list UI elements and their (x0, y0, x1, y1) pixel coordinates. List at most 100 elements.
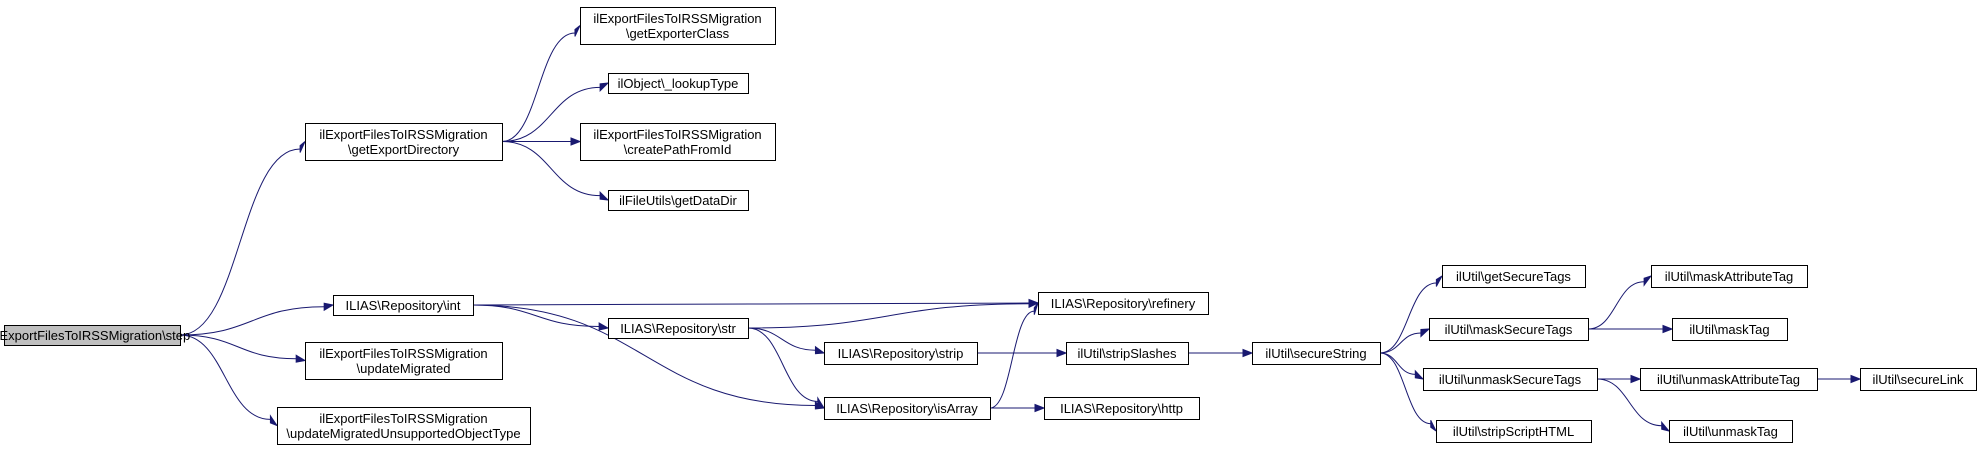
node-label: ilObject\_lookupType (618, 76, 739, 91)
edge-line (179, 148, 301, 336)
edge-repo-str-to-repo-refinery (747, 299, 1040, 329)
node-create-path-from-id[interactable]: ilExportFilesToIRSSMigration\createPathF… (580, 123, 776, 161)
node-box (1442, 265, 1586, 288)
node-unmask-attribute-tag[interactable]: ilUtil\unmaskAttributeTag (1640, 368, 1818, 391)
edge-line (179, 306, 325, 336)
arrowhead-icon (1630, 374, 1642, 384)
arrowhead-icon (1056, 348, 1068, 358)
arrowhead-icon (323, 302, 335, 312)
edge-step-to-get-export-directory (179, 141, 306, 336)
node-box (1429, 318, 1589, 341)
edge-get-export-directory-to-get-exporter-class (501, 25, 581, 142)
arrowhead-icon (1850, 374, 1862, 384)
edge-repo-int-to-repo-refinery (472, 298, 1040, 308)
edge-unmask-secure-tags-to-unmask-attribute-tag (1596, 374, 1642, 384)
node-box (1423, 368, 1598, 391)
node-label: ilExportFilesToIRSSMigration\step (0, 328, 190, 343)
node-label: \updateMigrated (357, 361, 451, 376)
arrowhead-icon (269, 414, 279, 427)
node-label: ilExportFilesToIRSSMigration (593, 127, 761, 142)
edge-repo-str-to-repo-strip (747, 327, 826, 355)
node-get-data-dir[interactable]: ilFileUtils\getDataDir (608, 190, 749, 211)
node-repo-strip[interactable]: ILIAS\Repository\strip (824, 342, 978, 365)
node-repo-is-array[interactable]: ILIAS\Repository\isArray (824, 397, 991, 420)
node-get-export-directory[interactable]: ilExportFilesToIRSSMigration\getExportDi… (305, 123, 503, 161)
edge-step-to-update-migrated (179, 334, 307, 363)
edge-repo-is-array-to-repo-http (990, 403, 1046, 413)
arrowhead-icon (570, 137, 582, 146)
node-box (1640, 368, 1818, 391)
arrowhead-icon (1643, 275, 1653, 287)
node-label: ilUtil\maskAttributeTag (1665, 269, 1794, 284)
node-get-exporter-class[interactable]: ilExportFilesToIRSSMigration\getExporter… (580, 7, 776, 45)
node-box (333, 295, 474, 316)
edge-line (747, 327, 818, 402)
node-label: ilUtil\secureString (1265, 346, 1366, 361)
edge-secure-string-to-unmask-secure-tags (1379, 352, 1425, 380)
node-label: ILIAS\Repository\refinery (1051, 296, 1196, 311)
edge-mask-secure-tags-to-mask-tag (1588, 324, 1674, 334)
node-step[interactable]: ilExportFilesToIRSSMigration\step (0, 325, 190, 346)
arrowhead-icon (295, 354, 307, 363)
node-box (305, 123, 503, 161)
node-unmask-tag[interactable]: ilUtil\unmaskTag (1669, 420, 1793, 443)
node-box (4, 325, 181, 346)
node-box (608, 318, 749, 339)
edge-line (989, 310, 1035, 409)
node-repo-http[interactable]: ILIAS\Repository\http (1044, 397, 1200, 420)
node-mask-attribute-tag[interactable]: ilUtil\maskAttributeTag (1651, 265, 1808, 288)
node-strip-slashes[interactable]: ilUtil\stripSlashes (1066, 342, 1189, 365)
node-repo-int[interactable]: ILIAS\Repository\int (333, 295, 474, 316)
node-box (277, 407, 531, 445)
node-box (1038, 292, 1209, 315)
arrowhead-icon (598, 322, 610, 331)
arrowhead-icon (1034, 403, 1046, 413)
node-unmask-secure-tags[interactable]: ilUtil\unmaskSecureTags (1423, 368, 1598, 391)
edge-strip-slashes-to-secure-string (1188, 348, 1254, 358)
node-update-migrated-unsupported[interactable]: ilExportFilesToIRSSMigration\updateMigra… (277, 407, 531, 445)
edge-get-export-directory-to-get-data-dir (501, 141, 610, 201)
node-box (608, 73, 749, 94)
edge-line (179, 334, 271, 420)
arrowhead-icon (599, 82, 610, 93)
edge-repo-is-array-to-repo-refinery (989, 302, 1039, 409)
edge-line (747, 303, 1030, 329)
edge-secure-string-to-get-secure-tags (1379, 274, 1444, 354)
node-secure-string[interactable]: ilUtil\secureString (1252, 342, 1381, 365)
node-strip-script-html[interactable]: ilUtil\stripScriptHTML (1436, 420, 1592, 443)
arrowhead-icon (599, 190, 610, 201)
node-label: ilExportFilesToIRSSMigration (319, 346, 487, 361)
node-box (824, 342, 978, 365)
edge-get-export-directory-to-lookup-type (501, 82, 610, 142)
node-secure-link[interactable]: ilUtil\secureLink (1860, 368, 1977, 391)
edge-secure-string-to-mask-secure-tags (1379, 328, 1431, 354)
node-mask-secure-tags[interactable]: ilUtil\maskSecureTags (1429, 318, 1589, 341)
node-label: ilUtil\unmaskSecureTags (1439, 372, 1582, 387)
node-box (1436, 420, 1592, 443)
node-label: ILIAS\Repository\http (1060, 401, 1183, 416)
node-box (608, 190, 749, 211)
arrowhead-icon (1028, 299, 1040, 309)
edge-line (1379, 332, 1421, 354)
node-repo-str[interactable]: ILIAS\Repository\str (608, 318, 749, 339)
arrowhead-icon (1661, 420, 1671, 432)
edge-line (1596, 378, 1662, 427)
arrowhead-icon (1662, 324, 1674, 334)
edge-line (1587, 281, 1645, 330)
node-box (1066, 342, 1189, 365)
node-update-migrated[interactable]: ilExportFilesToIRSSMigration\updateMigra… (305, 342, 503, 380)
edge-line (501, 86, 601, 142)
node-label: ilExportFilesToIRSSMigration (319, 411, 487, 426)
node-label: ilExportFilesToIRSSMigration (593, 11, 761, 26)
edge-line (1379, 352, 1416, 375)
node-label: \getExportDirectory (348, 142, 460, 157)
edge-line (501, 32, 575, 142)
node-repo-refinery[interactable]: ILIAS\Repository\refinery (1038, 292, 1209, 315)
edge-get-export-directory-to-create-path-from-id (501, 137, 582, 146)
node-label: ilUtil\getSecureTags (1456, 269, 1571, 284)
arrowhead-icon (814, 345, 826, 355)
node-mask-tag[interactable]: ilUtil\maskTag (1672, 318, 1788, 341)
arrowhead-icon (299, 141, 306, 153)
node-lookup-type[interactable]: ilObject\_lookupType (608, 73, 749, 94)
node-get-secure-tags[interactable]: ilUtil\getSecureTags (1442, 265, 1586, 288)
